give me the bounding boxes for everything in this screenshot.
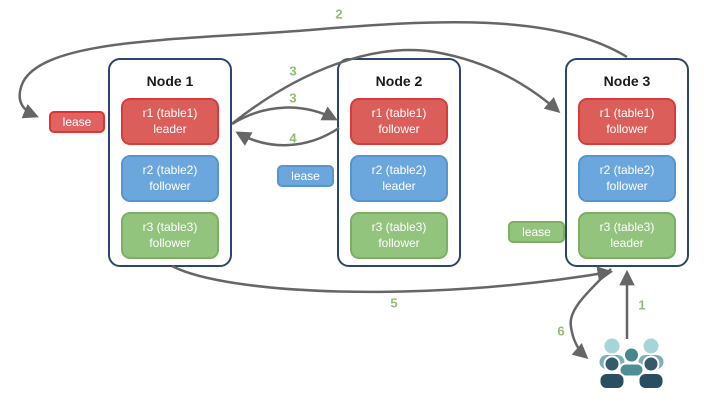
replica-card: r2 (table2) follower	[121, 155, 219, 202]
replica-role: follower	[378, 235, 420, 250]
replica-name: r1 (table1)	[371, 105, 427, 120]
replica-name: r3 (table3)	[142, 219, 198, 234]
replica-name: r1 (table1)	[142, 105, 198, 120]
replica-role: follower	[378, 121, 420, 136]
replica-name: r3 (table3)	[371, 219, 427, 234]
step-label-4: 4	[289, 130, 297, 146]
node-1-box: Node 1 r1 (table1) leader r2 (table2) fo…	[108, 58, 232, 267]
replica-name: r2 (table2)	[142, 162, 198, 177]
replica-name: r3 (table3)	[599, 219, 655, 234]
lease-badge-r1: lease	[49, 111, 105, 133]
step-label-3a: 3	[289, 63, 297, 79]
replica-stack: r1 (table1) leader r2 (table2) follower …	[110, 89, 230, 259]
replica-card: r3 (table3) follower	[121, 212, 219, 259]
step-label-3b: 3	[289, 90, 297, 106]
lease-badge-r3: lease	[508, 221, 565, 243]
replica-card: r3 (table3) follower	[350, 212, 448, 259]
replica-card: r1 (table1) leader	[121, 98, 219, 145]
replica-role: leader	[610, 235, 644, 250]
replica-role: follower	[606, 121, 648, 136]
replica-card: r2 (table2) leader	[350, 155, 448, 202]
node-title: Node 2	[375, 73, 423, 89]
step-label-2: 2	[335, 6, 343, 22]
replica-role: follower	[606, 178, 648, 193]
node-2-box: Node 2 r1 (table1) follower r2 (table2) …	[337, 58, 461, 267]
replica-role: leader	[382, 178, 416, 193]
replica-role: leader	[153, 121, 187, 136]
lease-badge-r2: lease	[277, 165, 334, 187]
replica-stack: r1 (table1) follower r2 (table2) followe…	[567, 89, 687, 259]
replica-role: follower	[149, 178, 191, 193]
replica-name: r2 (table2)	[371, 162, 427, 177]
arrow-step-3-to-node2	[231, 106, 338, 126]
arrow-step-5	[171, 264, 614, 294]
node-title: Node 3	[603, 73, 651, 89]
step-label-1: 1	[638, 297, 646, 313]
step-label-6: 6	[557, 323, 565, 339]
replica-stack: r1 (table1) follower r2 (table2) leader …	[339, 89, 459, 259]
node-3-box: Node 3 r1 (table1) follower r2 (table2) …	[565, 58, 689, 267]
replica-role: follower	[149, 235, 191, 250]
users-icon	[598, 338, 665, 390]
replica-card: r3 (table3) leader	[578, 212, 676, 259]
step-label-5: 5	[390, 295, 398, 311]
replica-card: r1 (table1) follower	[578, 98, 676, 145]
node-title: Node 1	[146, 73, 194, 89]
replica-card: r2 (table2) follower	[578, 155, 676, 202]
replica-name: r2 (table2)	[599, 162, 655, 177]
replica-card: r1 (table1) follower	[350, 98, 448, 145]
replica-name: r1 (table1)	[599, 105, 655, 120]
